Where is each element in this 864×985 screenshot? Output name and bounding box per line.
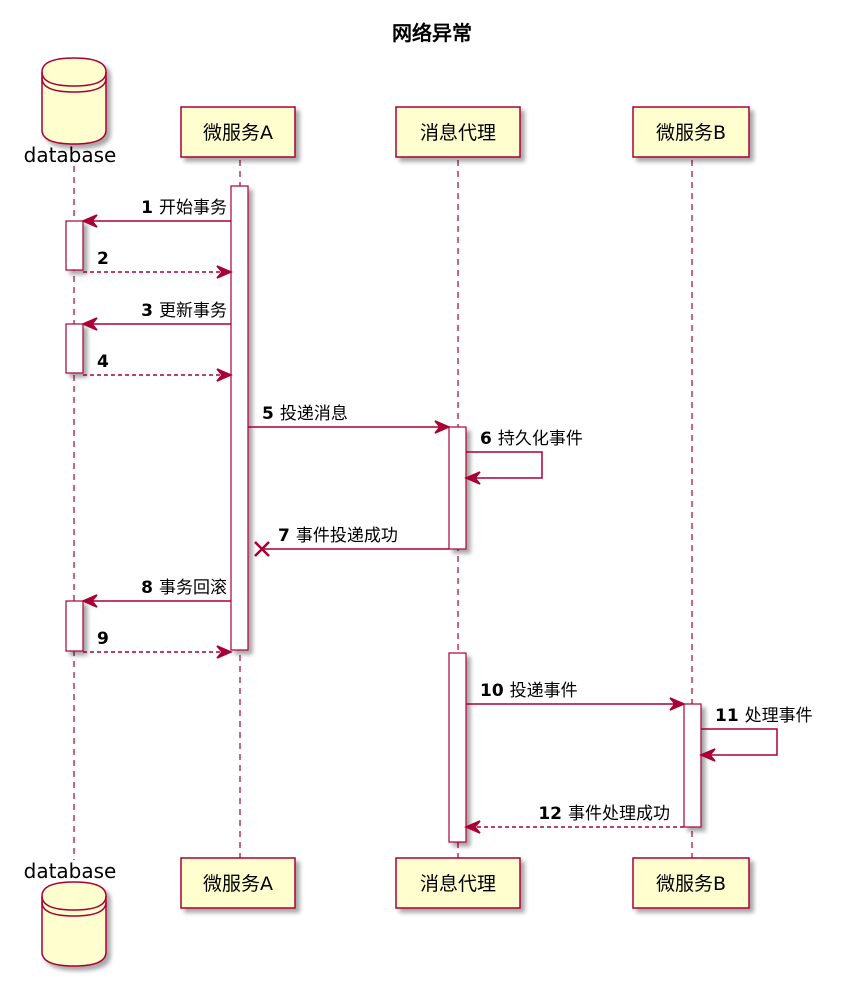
- participant-box-service-b-bottom: [632, 857, 750, 909]
- message-number-4: 4: [97, 352, 109, 372]
- participant-box-service-a-top: [180, 106, 296, 158]
- participant-label-service-a-bottom: 微服务A: [203, 873, 273, 895]
- message-text-6: 持久化事件: [498, 429, 583, 449]
- activations: [65, 185, 702, 843]
- activation-database-3: [65, 600, 84, 652]
- participant-box-service-a-bottom: [180, 857, 296, 909]
- participants-top: database 微服务A 消息代理 微服务B: [24, 57, 750, 167]
- message-text-8: 事务回滚: [159, 578, 227, 598]
- messages: 1 开始事务 2 3 更新事务 4 5 投递消息 6 持久化事件 7 事件投递成功 8 事务回滚 9 10 投递…: [81, 198, 813, 834]
- message-arrow-10: [669, 697, 686, 711]
- database-cylinder-bottom: [41, 881, 107, 967]
- database-cylinder-top: [41, 57, 107, 145]
- message-arrow-11: [699, 748, 716, 762]
- message-text-7: 事件投递成功: [296, 526, 398, 546]
- message-text-3: 更新事务: [159, 301, 227, 321]
- message-number-6: 6: [480, 429, 492, 449]
- activation-broker-1: [448, 426, 467, 550]
- message-7: 7 事件投递成功: [254, 526, 449, 557]
- message-text-11: 处理事件: [745, 706, 813, 726]
- message-label-9: 9: [97, 629, 109, 649]
- message-10: 10 投递事件: [466, 681, 686, 711]
- message-2: 2: [83, 249, 233, 279]
- message-1: 1 开始事务: [81, 198, 231, 228]
- database-bottom: [41, 881, 107, 967]
- message-number-3: 3: [141, 301, 153, 321]
- database-cylinder-bottom-rim: [41, 895, 107, 911]
- activation-database-1: [65, 220, 84, 271]
- message-label-7: 7 事件投递成功: [278, 526, 398, 546]
- message-arrow-2: [216, 265, 233, 279]
- participant-label-service-b-top: 微服务B: [656, 122, 726, 144]
- message-number-7: 7: [278, 526, 290, 546]
- participant-label-broker-top: 消息代理: [420, 122, 496, 144]
- message-number-11: 11: [715, 706, 739, 726]
- activation-service-b: [683, 703, 702, 828]
- message-6: 6 持久化事件: [464, 429, 583, 485]
- message-8: 8 事务回滚: [81, 578, 231, 608]
- message-arrow-5: [434, 420, 451, 434]
- message-label-12: 12 事件处理成功: [538, 804, 670, 824]
- participant-label-database-bottom: database: [24, 859, 117, 883]
- activation-database-2: [65, 323, 84, 374]
- message-line-6: [466, 451, 543, 479]
- message-arrow-4: [216, 368, 233, 382]
- lifelines: [73, 160, 693, 860]
- message-text-1: 开始事务: [159, 198, 227, 218]
- participant-label-broker-bottom: 消息代理: [420, 873, 496, 895]
- message-12: 12 事件处理成功: [464, 804, 684, 834]
- message-5: 5 投递消息: [248, 404, 451, 434]
- message-11: 11 处理事件: [699, 706, 813, 762]
- message-number-12: 12: [538, 804, 562, 824]
- message-3: 3 更新事务: [81, 301, 231, 331]
- activation-service-a: [230, 185, 249, 651]
- participant-label-database-top: database: [24, 143, 117, 167]
- participant-box-service-b-top: [632, 106, 750, 158]
- message-number-2: 2: [97, 249, 109, 269]
- message-number-1: 1: [141, 198, 153, 218]
- database-cylinder-rim: [41, 71, 107, 87]
- message-label-11: 11 处理事件: [715, 706, 813, 726]
- activation-broker-2: [448, 652, 467, 843]
- message-number-8: 8: [141, 578, 153, 598]
- message-label-4: 4: [97, 352, 109, 372]
- message-label-1: 1 开始事务: [141, 198, 227, 218]
- message-text-10: 投递事件: [510, 681, 578, 701]
- message-number-10: 10: [480, 681, 504, 701]
- message-label-2: 2: [97, 249, 109, 269]
- message-number-5: 5: [262, 404, 274, 424]
- message-number-9: 9: [97, 629, 109, 649]
- message-4: 4: [83, 352, 233, 382]
- message-arrow-9: [216, 645, 233, 659]
- message-lost-marker-7: [254, 541, 270, 557]
- message-label-6: 6 持久化事件: [480, 429, 583, 449]
- message-label-8: 8 事务回滚: [141, 578, 227, 598]
- message-label-10: 10 投递事件: [480, 681, 578, 701]
- participant-label-service-b-bottom: 微服务B: [656, 873, 726, 895]
- participant-box-broker-top: [395, 106, 521, 158]
- message-arrow-3: [81, 317, 98, 331]
- message-arrow-6: [464, 471, 481, 485]
- message-text-12: 事件处理成功: [568, 804, 670, 824]
- participants-bottom: database 微服务A 消息代理 微服务B: [24, 857, 750, 967]
- participant-label-service-a-top: 微服务A: [203, 122, 273, 144]
- message-arrow-1: [81, 214, 98, 228]
- message-line-11: [701, 728, 778, 756]
- message-text-5: 投递消息: [280, 404, 348, 424]
- message-label-5: 5 投递消息: [262, 404, 348, 424]
- message-arrow-12: [464, 820, 481, 834]
- participant-box-broker-bottom: [395, 857, 521, 909]
- diagram-title: 网络异常: [392, 21, 472, 45]
- message-arrow-8: [81, 594, 98, 608]
- database-top: [41, 57, 107, 145]
- database-cylinder-rim2: [41, 77, 107, 93]
- message-label-3: 3 更新事务: [141, 301, 227, 321]
- message-9: 9: [83, 629, 233, 659]
- database-cylinder-bottom-rim2: [41, 901, 107, 917]
